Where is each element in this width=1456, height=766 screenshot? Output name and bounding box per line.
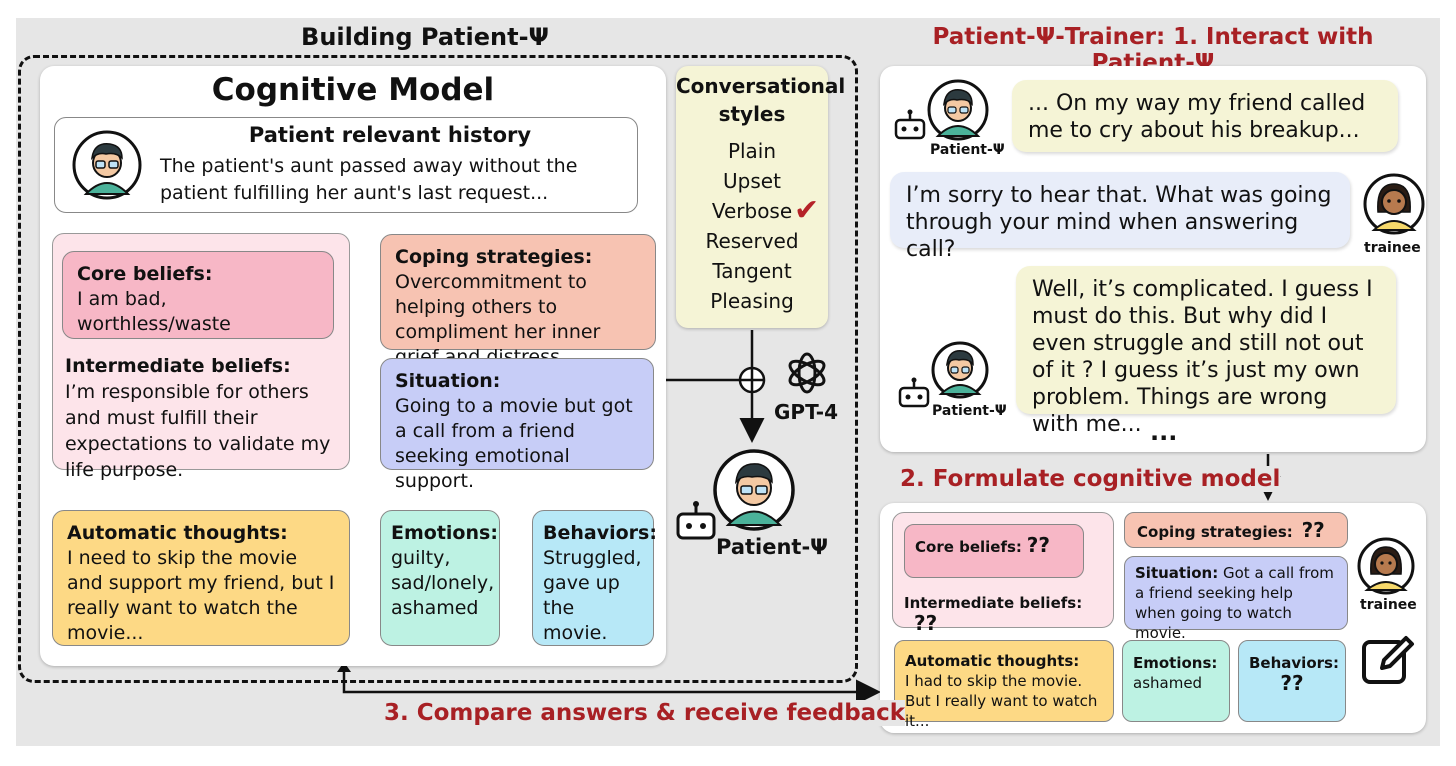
situation-label: Situation: — [395, 370, 501, 392]
style-item-pleasing: Pleasing — [710, 289, 794, 313]
chat-text-2: I’m sorry to hear that. What was going t… — [906, 183, 1332, 262]
form-coping-label: Coping strategies: — [1137, 523, 1293, 541]
form-intermediate-answer[interactable]: ?? — [914, 611, 938, 635]
emotions-label: Emotions: — [391, 522, 498, 544]
form-emotions-text: ashamed — [1133, 674, 1203, 692]
core-beliefs-text: I am bad, worthless/waste — [77, 288, 231, 335]
form-trainee-avatar-icon — [1357, 537, 1415, 595]
chat-bubble-trainee: I’m sorry to hear that. What was going t… — [890, 172, 1350, 262]
form-intermediate-label: Intermediate beliefs: — [904, 594, 1083, 612]
form-emotions-label: Emotions: — [1133, 654, 1218, 672]
automatic-thoughts-label: Automatic thoughts: — [67, 522, 288, 544]
style-item-verbose: Verbose — [711, 199, 793, 223]
chat-bubble-patient-1: ... On my way my friend called me to cry… — [1012, 80, 1398, 152]
intermediate-beliefs-label: Intermediate beliefs: — [65, 355, 291, 377]
form-emotions: Emotions: ashamed — [1122, 640, 1230, 722]
behaviors-text: Struggled, gave up the movie. — [543, 547, 642, 644]
openai-logo-icon — [788, 352, 826, 394]
chat-speaker-3: Patient-Ψ — [932, 403, 1007, 419]
patient-psi-avatar-icon — [713, 449, 795, 531]
form-core-beliefs-label: Core beliefs: — [915, 538, 1022, 556]
form-behaviors: Behaviors: ?? — [1238, 640, 1346, 722]
form-behaviors-label: Behaviors: — [1249, 654, 1339, 672]
form-situation-label: Situation: — [1135, 564, 1219, 582]
automatic-thoughts-box: Automatic thoughts: I need to skip the m… — [52, 510, 350, 646]
form-automatic-thoughts: Automatic thoughts: I had to skip the mo… — [894, 640, 1114, 730]
style-item-tangent: Tangent — [712, 259, 792, 283]
core-beliefs-label: Core beliefs: — [77, 263, 213, 285]
behaviors-label: Behaviors: — [543, 522, 657, 544]
behaviors-box: Behaviors: Struggled, gave up the movie. — [532, 510, 657, 646]
chat-robot-icon-1 — [894, 109, 926, 140]
emotions-text: guilty, sad/lonely, ashamed — [391, 547, 495, 619]
intermediate-beliefs-block: Intermediate beliefs: I’m responsible fo… — [65, 353, 347, 483]
form-core-beliefs-answer[interactable]: ?? — [1026, 533, 1050, 557]
chat-text-3: Well, it’s complicated. I guess I must d… — [1032, 277, 1373, 437]
patient-psi-label: Patient-Ψ — [716, 535, 829, 559]
chat-speaker-2: trainee — [1364, 240, 1421, 256]
building-title: Building Patient-Ψ — [300, 20, 550, 54]
form-coping: Coping strategies: ?? — [1124, 512, 1348, 548]
chat-speaker-1: Patient-Ψ — [930, 142, 1005, 158]
coping-label: Coping strategies: — [395, 246, 593, 268]
building-patient-frame — [18, 55, 858, 683]
gpt4-label: GPT-4 — [774, 400, 838, 424]
situation-box: Situation: Going to a movie but got a ca… — [380, 358, 654, 492]
history-heading: Patient relevant history — [248, 123, 532, 147]
step3-title: 3. Compare answers & receive feedback — [384, 700, 906, 726]
trainee-avatar-icon — [1363, 173, 1425, 235]
robot-icon — [676, 501, 716, 540]
edit-pencil-icon[interactable] — [1360, 632, 1416, 688]
form-trainee-label: trainee — [1360, 597, 1417, 613]
form-situation-text: Got a call from a friend seeking help wh… — [1135, 564, 1334, 642]
form-intermediate-beliefs: Intermediate beliefs: ?? — [904, 593, 1104, 635]
emotions-box: Emotions: guilty, sad/lonely, ashamed — [380, 510, 500, 646]
style-item-reserved: Reserved — [705, 229, 799, 253]
form-automatic-label: Automatic thoughts: — [905, 652, 1080, 670]
chat-patient-avatar-icon-2 — [931, 341, 989, 399]
style-item-plain: Plain — [727, 139, 777, 163]
form-behaviors-answer[interactable]: ?? — [1280, 671, 1304, 695]
patient-avatar-icon — [72, 130, 142, 200]
form-situation: Situation: Got a call from a friend seek… — [1124, 556, 1348, 642]
coping-text: Overcommitment to helping others to comp… — [395, 271, 601, 368]
chat-text-1: ... On my way my friend called me to cry… — [1028, 91, 1366, 143]
coping-strategies-box: Coping strategies: Overcommitment to hel… — [380, 234, 656, 368]
verbose-check-icon: ✔ — [794, 193, 820, 228]
chat-bubble-patient-2: Well, it’s complicated. I guess I must d… — [1016, 266, 1396, 437]
situation-text: Going to a movie but got a call from a f… — [395, 395, 633, 492]
form-coping-answer[interactable]: ?? — [1301, 518, 1325, 542]
automatic-thoughts-text: I need to skip the movie and support my … — [67, 547, 335, 644]
step2-title: 2. Formulate cognitive model — [900, 466, 1281, 492]
styles-heading: Conversational styles — [676, 74, 846, 126]
patient-history-box — [54, 117, 638, 213]
intermediate-beliefs-text: I’m responsible for others and must fulf… — [65, 381, 331, 481]
chat-robot-icon-2 — [898, 377, 930, 408]
history-text: The patient's aunt passed away without t… — [160, 155, 578, 204]
chat-ellipsis: ... — [1150, 418, 1178, 446]
cognitive-model-title: Cognitive Model — [211, 72, 495, 108]
core-beliefs-box: Core beliefs: I am bad, worthless/waste — [62, 251, 334, 339]
style-item-upset: Upset — [723, 169, 781, 193]
form-automatic-text: I had to skip the movie. But I really wa… — [905, 672, 1098, 730]
form-core-beliefs: Core beliefs: ?? — [904, 524, 1084, 578]
chat-patient-avatar-icon — [927, 79, 989, 141]
